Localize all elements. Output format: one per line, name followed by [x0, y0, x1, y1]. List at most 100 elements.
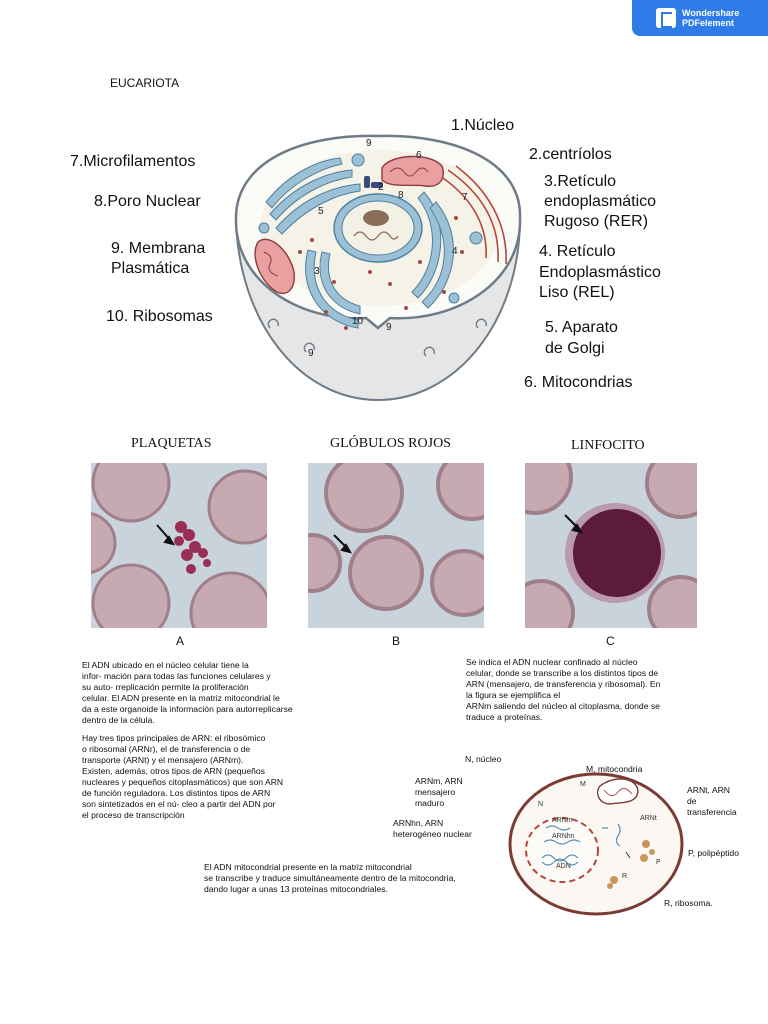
text-line: ARNm saliendo del núcleo al citoplasma, …	[466, 701, 660, 711]
label-rer-1: 3.Retículo	[544, 173, 617, 190]
golgi-apparatus	[265, 157, 361, 235]
diagram-number-3: 3	[314, 266, 320, 277]
label-m-mitocondria: M, mitocondria	[586, 764, 643, 774]
text-line: transporte (ARNt) y el mensajero (ARNm).	[82, 755, 244, 765]
label-n-nucleo: N, núcleo	[465, 754, 502, 764]
diagram-number-9-bottom: 9	[386, 322, 392, 333]
label-nucleo: 1.Núcleo	[451, 117, 515, 134]
arrow-icon	[625, 851, 631, 859]
pointer-arrow-icon	[564, 514, 584, 534]
label-rer-2: endoplasmático	[544, 193, 657, 210]
inner-label-arnhn: ARNhn	[552, 833, 575, 840]
text-line: Existen, además, otros tipos de ARN (peq…	[82, 766, 265, 776]
paragraph-adn-nuclear-confinado: Se indica el ADN nuclear confinado al nú…	[466, 657, 660, 723]
inner-label-r: R	[622, 873, 627, 880]
text-line: heterogéneo nuclear	[393, 829, 472, 839]
mitochondria	[254, 155, 444, 295]
pdfelement-logo-icon	[656, 8, 676, 28]
text-line: de	[687, 796, 697, 806]
pdfelement-badge[interactable]: Wondershare PDFelement	[632, 0, 768, 36]
label-rer-3: Rugoso (RER)	[544, 213, 649, 230]
diagram-number-2: 2	[378, 182, 384, 193]
label-arnt: ARNt, ARN de transferencia	[687, 785, 737, 818]
label-ribosomas: 10. Ribosomas	[106, 308, 213, 325]
rna-strands	[541, 823, 621, 866]
text-line: ARNt, ARN	[687, 785, 730, 795]
text-line: su auto- rreplicación permite la prolife…	[82, 682, 249, 692]
text-line: El ADN mitocondrial presente en la matri…	[204, 862, 412, 872]
text-line: mensajero	[415, 787, 456, 797]
pointer-arrow-icon	[333, 534, 353, 554]
diagram-number-9-base: 9	[308, 348, 314, 359]
nucleolus	[363, 210, 389, 226]
micrograph-globulos-rojos	[308, 463, 484, 628]
text-line: celular, donde se transcribe a los disti…	[466, 668, 659, 678]
inner-label-n: N	[538, 801, 543, 808]
diagram-number-5: 5	[318, 206, 324, 217]
text-line: ARNhn, ARN	[393, 818, 444, 828]
inner-label-m: M	[580, 781, 586, 788]
membrane-pores	[267, 318, 488, 357]
micrograph-linfocito	[525, 463, 697, 628]
label-mitocondrias: 6. Mitocondrias	[524, 374, 633, 391]
text-line: Hay tres tipos principales de ARN: el ri…	[82, 733, 266, 743]
chromatin	[353, 231, 399, 241]
label-arnm: ARNm, ARN mensajero maduro	[415, 776, 463, 809]
text-line: celular. El ADN presente en la matriz mi…	[82, 693, 280, 703]
centrioles	[364, 176, 383, 188]
inner-label-arnt: ARNt	[640, 815, 657, 822]
text-line: traduce a proteínas.	[466, 712, 543, 722]
label-microfilamentos: 7.Microfilamentos	[70, 153, 196, 170]
arn-transcription-diagram: M N ARNm ARNhn ADN ARNt P R	[508, 772, 684, 916]
text-line: maduro	[415, 798, 445, 808]
eukaryotic-cell-diagram: 9 6 7 5 8 2 4 3 10 9 9	[234, 134, 522, 402]
text-line: dando lugar a unas 13 proteínas mitocond…	[204, 884, 388, 894]
label-arnhn: ARNhn, ARN heterogéneo nuclear	[393, 818, 472, 840]
label-rel-1: 4. Retículo	[539, 243, 616, 260]
label-r-ribosoma: R, ribosoma.	[664, 898, 713, 908]
mitochondrion	[596, 778, 639, 805]
text-line: da a este organoide la información para …	[82, 704, 293, 714]
text-line: ARN (mensajero, de transferencia y ribos…	[466, 679, 661, 689]
text-line: se transcribe y traduce simultáneamente …	[204, 873, 456, 883]
paragraph-tipos-arn: Hay tres tipos principales de ARN: el ri…	[82, 733, 283, 821]
ribosomes	[607, 840, 655, 889]
micrograph-letter-b: B	[392, 634, 401, 648]
paragraph-adn-nucleo: El ADN ubicado en el núcleo celular tien…	[82, 660, 293, 726]
text-line: la figura se ejemplifica el	[466, 690, 561, 700]
badge-text: Wondershare PDFelement	[682, 8, 739, 28]
label-centriolos: 2.centríolos	[529, 146, 612, 163]
micrograph-title-plaquetas: PLAQUETAS	[131, 436, 212, 451]
vesicles	[258, 153, 483, 304]
ribosomes	[298, 216, 464, 330]
paragraph-adn-mitocondrial: El ADN mitocondrial presente en la matri…	[204, 862, 456, 895]
diagram-number-7: 7	[462, 192, 468, 203]
diagram-number-4: 4	[452, 246, 458, 257]
diagram-number-9-top: 9	[366, 138, 372, 149]
text-line: nucleares y pequeños citoplasmáticos) qu…	[82, 777, 284, 787]
label-golgi-1: 5. Aparato	[545, 319, 618, 336]
micrograph-letter-a: A	[176, 634, 185, 648]
text-line: el proceso de transcripción	[82, 810, 185, 820]
platelet-cluster	[174, 521, 211, 574]
text-line: Se indica el ADN nuclear confinado al nú…	[466, 657, 638, 667]
text-line: de función reguladora. Los distintos tip…	[82, 788, 271, 798]
micrograph-letter-c: C	[606, 634, 615, 648]
nucleus-outline	[525, 817, 599, 883]
label-rel-2: Endoplasmástico	[539, 264, 661, 281]
label-poro-nuclear: 8.Poro Nuclear	[94, 193, 201, 210]
text-line: ARNm, ARN	[415, 776, 463, 786]
label-p-polipeptido: P, polipéptido	[688, 848, 739, 858]
inner-label-adn: ADN	[556, 863, 571, 870]
diagram-number-6: 6	[416, 150, 422, 161]
label-rel-3: Liso (REL)	[539, 284, 615, 301]
micrograph-plaquetas	[91, 463, 267, 628]
label-membrana-2: Plasmática	[111, 260, 190, 277]
micrograph-title-globulos-rojos: GLÓBULOS ROJOS	[330, 436, 451, 451]
text-line: dentro de la célula.	[82, 715, 155, 725]
diagram-number-8: 8	[398, 190, 404, 201]
page-heading: EUCARIOTA	[110, 76, 180, 90]
label-golgi-2: de Golgi	[545, 340, 605, 357]
inner-label-arnm: ARNm	[552, 817, 573, 824]
badge-line-2: PDFelement	[682, 18, 735, 28]
